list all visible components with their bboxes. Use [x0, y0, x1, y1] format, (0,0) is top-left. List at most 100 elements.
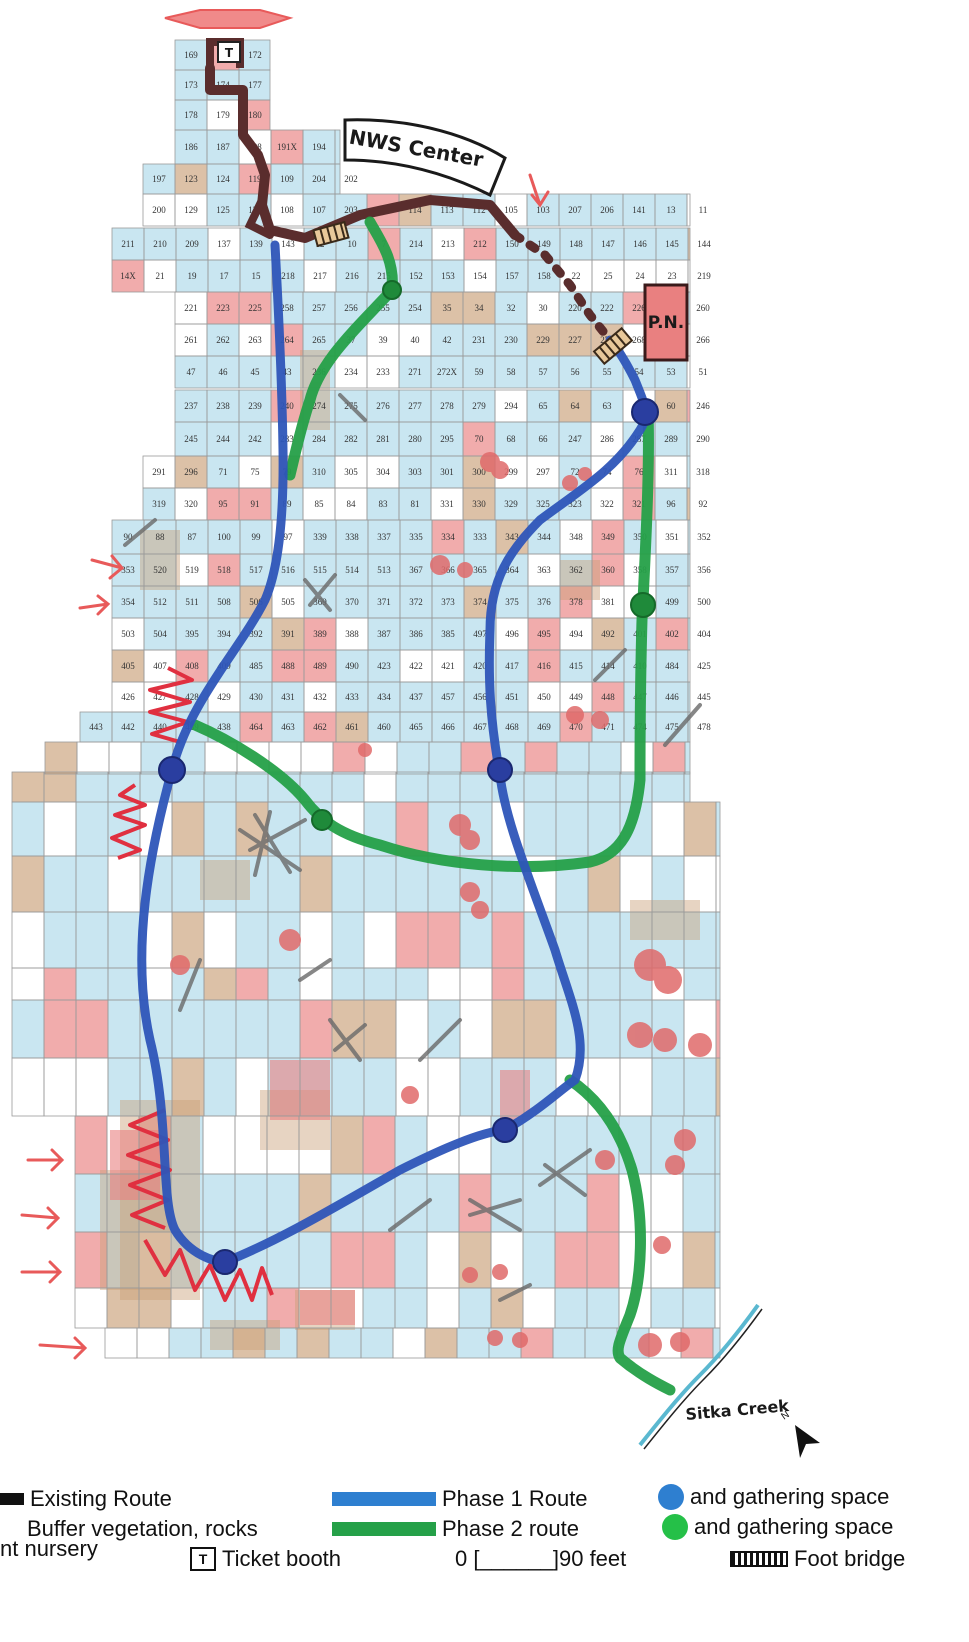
zone-cell — [144, 586, 176, 618]
zone-cell — [303, 194, 335, 226]
plot-number: 353 — [121, 565, 135, 575]
zone-cell — [587, 1288, 619, 1328]
zone-cell — [176, 618, 208, 650]
plot-number: 503 — [121, 629, 135, 639]
zone-cell — [560, 228, 592, 260]
plot-number: 210 — [153, 239, 167, 249]
zone-cell — [361, 1328, 393, 1358]
zone-cell — [175, 422, 207, 456]
legend-existing-route: Existing Route — [0, 1486, 172, 1512]
plot-number: 450 — [537, 692, 551, 702]
zone-cell — [457, 1328, 489, 1358]
legend-node2-dot — [662, 1514, 688, 1540]
zone-cell — [240, 260, 272, 292]
plot-number: 274 — [312, 401, 326, 411]
plot-number: 442 — [121, 722, 135, 732]
plot-number: 257 — [312, 303, 326, 313]
zone-cell — [336, 650, 368, 682]
zone-cell — [523, 1232, 555, 1288]
plot-number: 375 — [505, 597, 519, 607]
plot-number: 428 — [185, 692, 199, 702]
zone-cell — [496, 682, 528, 712]
plot-number: 149 — [537, 239, 551, 249]
grid-cell — [43, 1057, 77, 1117]
zone-cell — [557, 742, 589, 774]
zone-cell — [143, 488, 175, 520]
zone-cell — [235, 1174, 267, 1232]
plot-number: 304 — [376, 467, 390, 477]
plot-number: 64 — [571, 401, 581, 411]
zone-cell — [367, 422, 399, 456]
zone-cell — [459, 1288, 491, 1328]
sitka-creek-label: Sitka Creek — [685, 1396, 790, 1424]
svg-text:T: T — [225, 46, 234, 60]
zone-cell — [207, 390, 239, 422]
zone-cell — [683, 1174, 715, 1232]
zone-cell — [685, 742, 690, 774]
zone-cell — [172, 1000, 204, 1058]
plot-number: 475 — [665, 722, 679, 732]
plot-number: 330 — [472, 499, 486, 509]
zone-cell — [431, 390, 463, 422]
zone-cell — [400, 260, 432, 292]
plot-number: 514 — [345, 565, 359, 575]
zone-cell — [589, 742, 621, 774]
zone-cell — [304, 650, 336, 682]
zone-cell — [204, 1000, 236, 1058]
plot-number: 112 — [472, 205, 485, 215]
grid-cell — [202, 1115, 236, 1175]
plot-number: 494 — [569, 629, 583, 639]
plot-number: 216 — [345, 271, 359, 281]
zone-cell — [207, 130, 239, 164]
zone-cell — [331, 1116, 363, 1174]
legend-node2-label: and gathering space — [694, 1514, 894, 1539]
plot-number: 367 — [409, 565, 423, 575]
plot-number: 40 — [411, 335, 421, 345]
legend-phase2-label: Phase 2 route — [442, 1516, 579, 1541]
zone-cell — [527, 390, 559, 422]
zone-cell — [300, 1000, 332, 1058]
zone-cell — [684, 912, 716, 968]
plot-number: 95 — [219, 499, 229, 509]
legend-nursery: nt nursery — [0, 1536, 98, 1562]
zone-cell — [335, 422, 367, 456]
plot-number: 263 — [248, 335, 262, 345]
zone-cell — [175, 40, 207, 70]
plot-number: 276 — [376, 401, 390, 411]
plot-number: 515 — [313, 565, 327, 575]
plot-number: 389 — [313, 629, 327, 639]
legend-scale-label: 0 [______]90 feet — [455, 1546, 627, 1571]
plot-number: 59 — [475, 367, 485, 377]
plot-number: 84 — [347, 499, 357, 509]
plot-number: 146 — [633, 239, 647, 249]
plot-number: 496 — [505, 629, 519, 639]
existing-route-dotted — [510, 230, 615, 345]
zone-cell — [397, 742, 429, 774]
legend-node2: and gathering space — [662, 1514, 893, 1540]
zone-cell — [395, 1232, 427, 1288]
terrain-patch — [200, 860, 250, 900]
zone-cell — [655, 390, 687, 422]
plot-number: 213 — [441, 239, 455, 249]
zone-cell — [591, 194, 623, 226]
zone-cell — [12, 802, 44, 856]
plot-number: 51 — [699, 367, 708, 377]
plot-number: 272X — [437, 367, 458, 377]
zone-cell — [267, 1174, 299, 1232]
plot-number: 448 — [601, 692, 615, 702]
plot-number: 71 — [219, 467, 228, 477]
zone-cell — [272, 682, 304, 712]
grid-cell — [74, 1287, 108, 1329]
zone-cell — [527, 324, 559, 356]
grid-cell — [427, 967, 461, 1001]
plot-number: 278 — [440, 401, 454, 411]
zone-cell — [495, 488, 527, 520]
zone-cell — [76, 802, 108, 856]
zone-cell — [528, 712, 560, 742]
plot-number: 310 — [312, 467, 326, 477]
zone-cell — [75, 1116, 107, 1174]
zone-cell — [431, 292, 463, 324]
plot-number: 471 — [601, 722, 615, 732]
plot-number: 286 — [600, 434, 614, 444]
zone-cell — [207, 422, 239, 456]
